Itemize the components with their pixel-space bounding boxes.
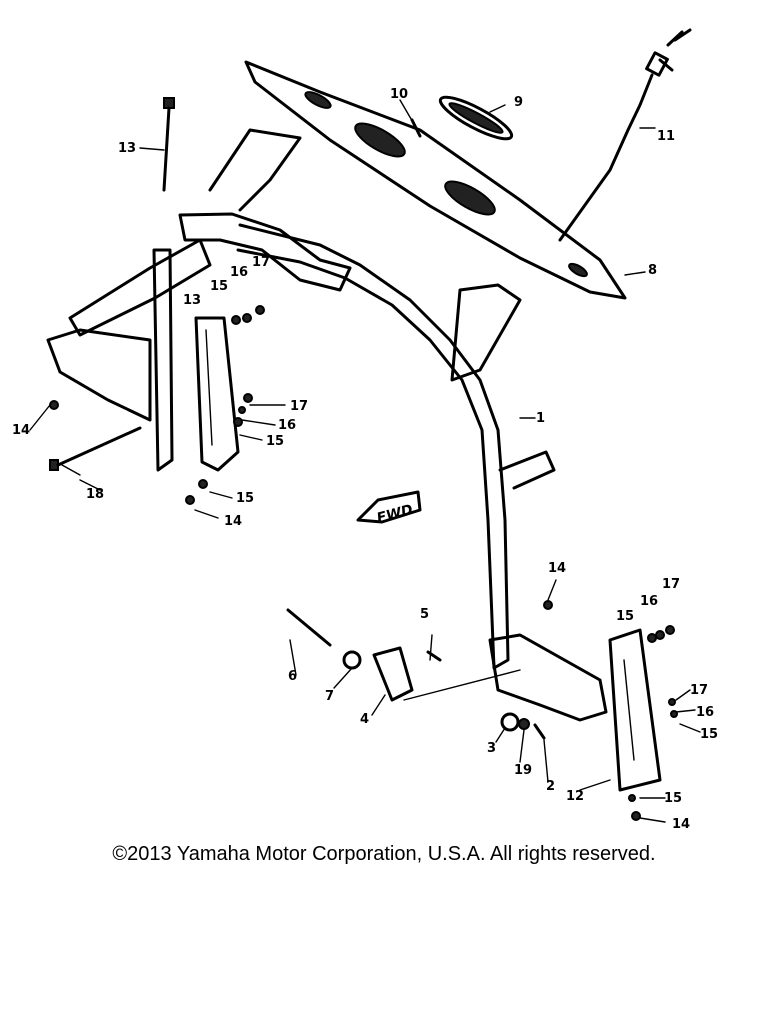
callout-15-b: 15 [266, 434, 284, 449]
part-4-clamp [372, 646, 414, 702]
callout-labels: 1 2 3 4 5 6 7 8 9 10 11 12 13 13 14 14 1… [12, 87, 718, 832]
part-7-washer [342, 650, 362, 670]
callout-15-f: 15 [664, 791, 682, 806]
callout-17-d: 17 [690, 683, 708, 698]
callout-13-top: 13 [118, 141, 136, 156]
callout-13-plate: 13 [183, 293, 201, 308]
callout-19: 19 [514, 763, 532, 778]
callout-16-c: 16 [640, 594, 658, 609]
fwd-arrow-marker: FWD [356, 490, 422, 527]
part-3-19-2-hardware [500, 712, 546, 740]
callout-9: 9 [514, 95, 523, 110]
part-9-cap [438, 95, 514, 141]
fwd-label: FWD [375, 502, 415, 527]
callout-3: 3 [487, 741, 496, 756]
handlebar-frame-exploded-view: FWD 1 2 3 4 5 6 7 8 9 10 11 12 13 13 14 … [12, 28, 718, 832]
left-mount-assembly [46, 128, 352, 472]
callout-15-d: 15 [616, 609, 634, 624]
callout-12: 12 [566, 789, 584, 804]
callout-5: 5 [420, 607, 429, 622]
callout-17-a: 17 [252, 255, 270, 270]
callout-15-c: 15 [236, 491, 254, 506]
part-18-bolt-lower [49, 426, 142, 471]
callout-14-right-top: 14 [548, 561, 566, 576]
callout-10: 10 [390, 87, 408, 102]
part-8-panel [244, 60, 627, 300]
callout-14-left: 14 [12, 423, 30, 438]
part-13-left-plate [194, 316, 240, 472]
part-12-right-plate [608, 628, 662, 792]
copyright-notice: ©2013 Yamaha Motor Corporation, U.S.A. A… [112, 843, 656, 865]
callout-14-mid: 14 [224, 514, 242, 529]
callout-15-a: 15 [210, 279, 228, 294]
callout-14-right-bottom: 14 [672, 817, 690, 832]
callout-16-b: 16 [278, 418, 296, 433]
part-1-main-frame [236, 223, 556, 670]
parts-diagram: FWD 1 2 3 4 5 6 7 8 9 10 11 12 13 13 14 … [12, 28, 718, 832]
fastener-dots [49, 305, 678, 821]
callout-17-b: 17 [290, 399, 308, 414]
callout-16-d: 16 [696, 705, 714, 720]
callout-2: 2 [546, 779, 555, 794]
callout-18: 18 [86, 487, 104, 502]
callout-8: 8 [648, 263, 657, 278]
part-18-bolt-top [162, 97, 175, 192]
callout-1: 1 [536, 411, 545, 426]
callout-17-c: 17 [662, 577, 680, 592]
callout-15-e: 15 [700, 727, 718, 742]
callout-4: 4 [360, 712, 369, 727]
callout-6: 6 [288, 669, 297, 684]
callout-7: 7 [325, 689, 334, 704]
leader-lines [29, 99, 701, 823]
callout-11: 11 [657, 129, 675, 144]
part-11-cable [558, 28, 692, 242]
part-6-bolt [286, 608, 332, 647]
bottom-right-bracket [488, 633, 608, 722]
callout-16-a: 16 [230, 265, 248, 280]
